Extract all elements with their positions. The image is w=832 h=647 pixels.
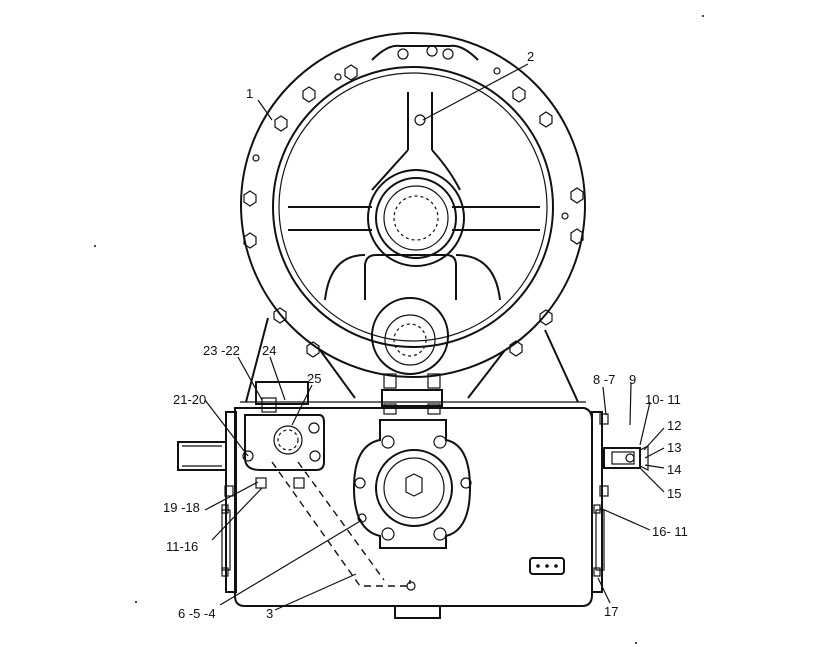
callout-25: 25 — [307, 371, 321, 386]
callout-2: 2 — [527, 49, 534, 64]
callout-14: 14 — [667, 462, 681, 477]
flange-housing — [240, 32, 586, 403]
callout-13: 13 — [667, 440, 681, 455]
callout-10-11: 10- 11 — [645, 392, 681, 407]
callout-19-18: 19 -18 — [163, 500, 200, 515]
callout-labels: 1 2 23 -22 24 25 21-20 19 -18 11-16 6 -5… — [163, 49, 688, 621]
callout-21-20: 21-20 — [173, 392, 206, 407]
callout-1: 1 — [246, 86, 253, 101]
breather-assembly — [603, 445, 649, 471]
callout-3: 3 — [266, 606, 273, 621]
callout-23-22: 23 -22 — [203, 343, 240, 358]
callout-8-7: 8 -7 — [593, 372, 615, 387]
callout-24: 24 — [262, 343, 276, 358]
callout-15: 15 — [667, 486, 681, 501]
callout-11-16: 11-16 — [166, 539, 198, 554]
callout-9: 9 — [629, 372, 636, 387]
callout-16-11: 16- 11 — [652, 524, 688, 539]
callout-12: 12 — [667, 418, 681, 433]
callout-17: 17 — [604, 604, 618, 619]
transmission-case — [221, 373, 609, 619]
callout-6-5-4: 6 -5 -4 — [178, 606, 216, 621]
leader-lines — [204, 63, 665, 611]
